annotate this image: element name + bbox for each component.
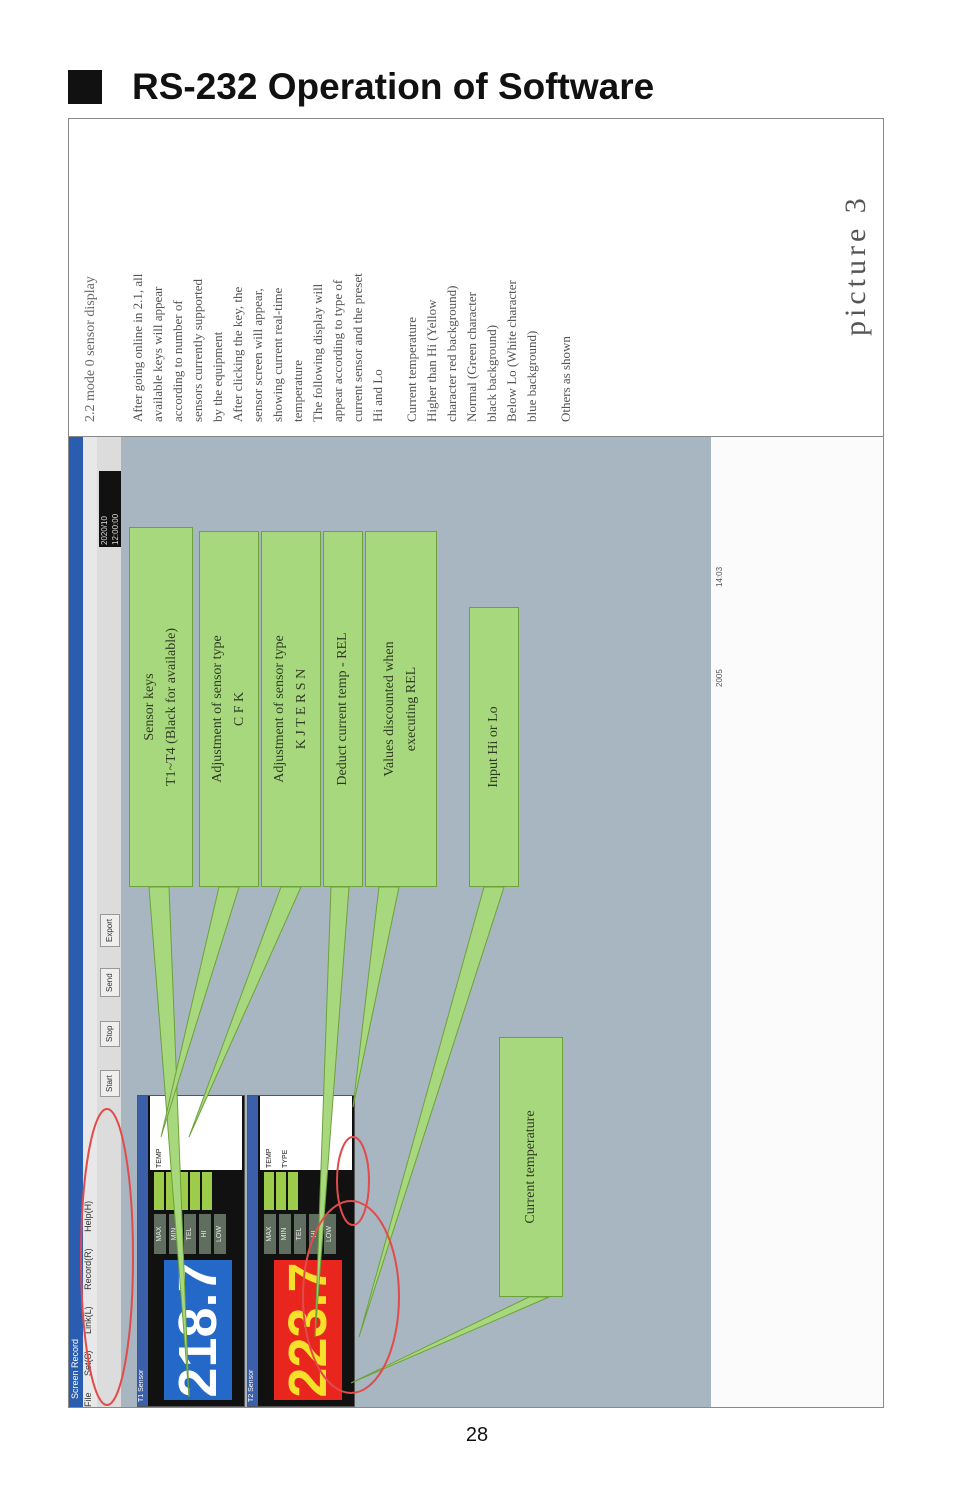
description-line: character red background) bbox=[444, 285, 459, 422]
pointer-hilo bbox=[358, 886, 505, 1338]
page-number: 28 bbox=[465, 1424, 489, 1446]
pointer-vals bbox=[352, 886, 400, 1108]
section-heading: 2.2 mode 0 sensor display bbox=[83, 276, 98, 422]
heading-square-icon bbox=[68, 70, 102, 104]
pointer-keys bbox=[148, 886, 190, 1398]
description-line: Normal (Green character bbox=[464, 292, 479, 422]
pointer-temp bbox=[350, 1296, 550, 1384]
description-line: blue background) bbox=[524, 330, 539, 422]
highlight-hi-lo bbox=[336, 1136, 370, 1226]
description-line: black background) bbox=[484, 324, 499, 422]
description-line: Below Lo (White character bbox=[504, 280, 519, 422]
pointer-kje bbox=[188, 886, 302, 1138]
picture-label: picture 3 bbox=[839, 194, 872, 336]
description-line: After clicking the key, the bbox=[230, 286, 245, 422]
description-line: available keys will appear bbox=[150, 286, 165, 422]
description-line: Higher than Hi (Yellow bbox=[424, 299, 439, 422]
pointer-cfk bbox=[160, 886, 240, 1138]
figure-picture-3: Screen Record File Set(S) Link(L) Record… bbox=[68, 118, 884, 1408]
description-line: Current temperature bbox=[404, 316, 419, 422]
highlight-sensor-keys bbox=[80, 1108, 134, 1406]
description-line: sensor screen will appear, bbox=[250, 288, 265, 422]
description-line: Others as shown bbox=[558, 336, 573, 422]
description-line: appear according to type of bbox=[330, 279, 345, 422]
description-panel: 2.2 mode 0 sensor display After going on… bbox=[69, 119, 883, 437]
description-line: current sensor and the preset bbox=[350, 273, 365, 422]
pointer-rel bbox=[314, 886, 350, 1338]
description-line: temperature bbox=[290, 359, 305, 422]
callout-pointers bbox=[80, 886, 550, 1406]
description-line: After going online in 2.1, all bbox=[130, 273, 145, 422]
description-line: sensors currently supported bbox=[190, 279, 205, 422]
software-screenshot: Screen Record File Set(S) Link(L) Record… bbox=[69, 437, 883, 1407]
description-line: by the equipment bbox=[210, 331, 225, 422]
rotated-figure: Screen Record File Set(S) Link(L) Record… bbox=[69, 119, 883, 1407]
description-line: according to number of bbox=[170, 300, 185, 422]
description-line: Hi and Lo bbox=[370, 369, 385, 422]
description-line: The following display will bbox=[310, 283, 325, 422]
description-line: showing current real-time bbox=[270, 287, 285, 422]
page-title: RS-232 Operation of Software bbox=[132, 66, 655, 107]
highlight-current-temp bbox=[302, 1200, 400, 1394]
